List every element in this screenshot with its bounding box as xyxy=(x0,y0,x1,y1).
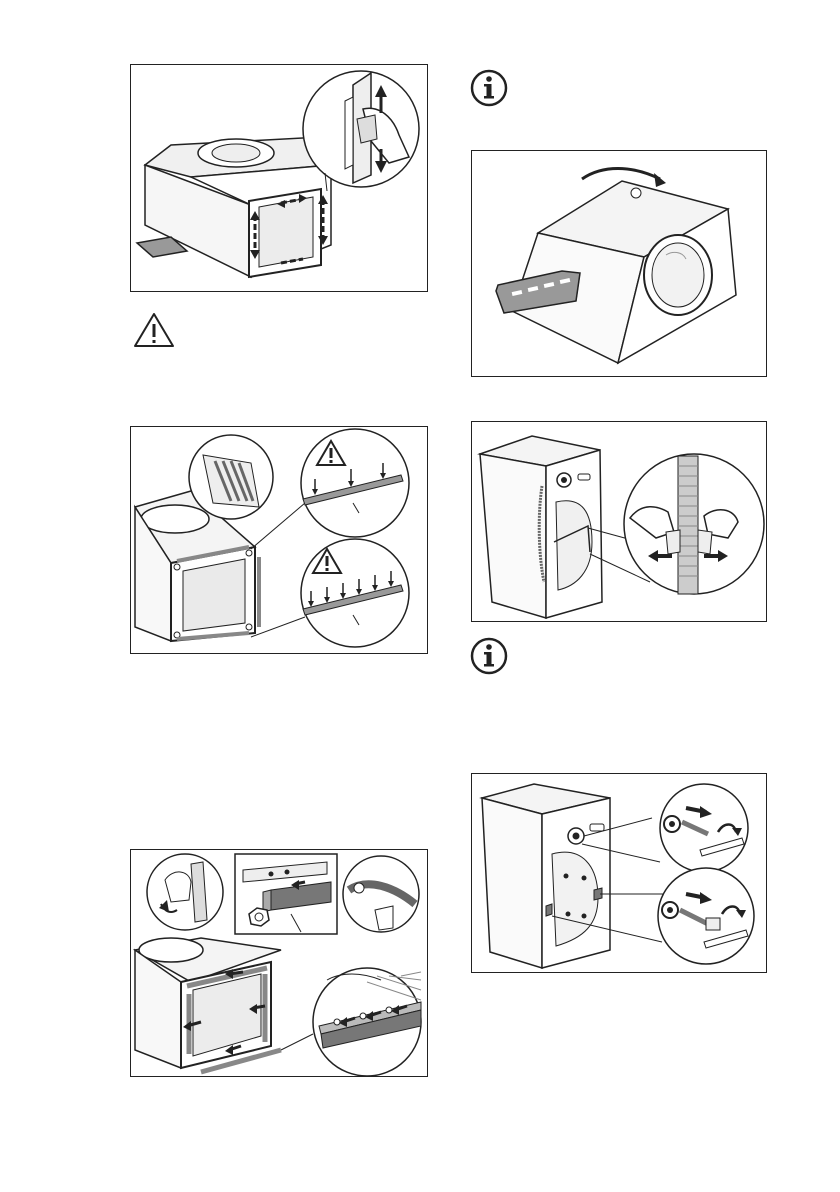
warning-triangle-icon xyxy=(133,312,175,348)
tilt-appliance-illustration xyxy=(472,151,766,376)
figure-clean-frame xyxy=(130,64,428,292)
cleaning-hand-illustration xyxy=(131,65,427,291)
hose-clip-illustration xyxy=(472,422,766,621)
figure-rail-fitting xyxy=(130,849,428,1077)
info-circle-icon xyxy=(469,68,509,108)
rail-fitting-illustration xyxy=(131,850,427,1076)
figure-gasket-strips xyxy=(130,426,428,654)
info-circle-icon xyxy=(469,636,509,676)
gasket-strip-illustration xyxy=(131,427,427,653)
figure-tilt-machine xyxy=(471,150,767,377)
figure-hose-clip xyxy=(471,421,767,622)
figure-transit-bolts xyxy=(471,773,767,973)
transit-bolt-illustration xyxy=(472,774,766,972)
